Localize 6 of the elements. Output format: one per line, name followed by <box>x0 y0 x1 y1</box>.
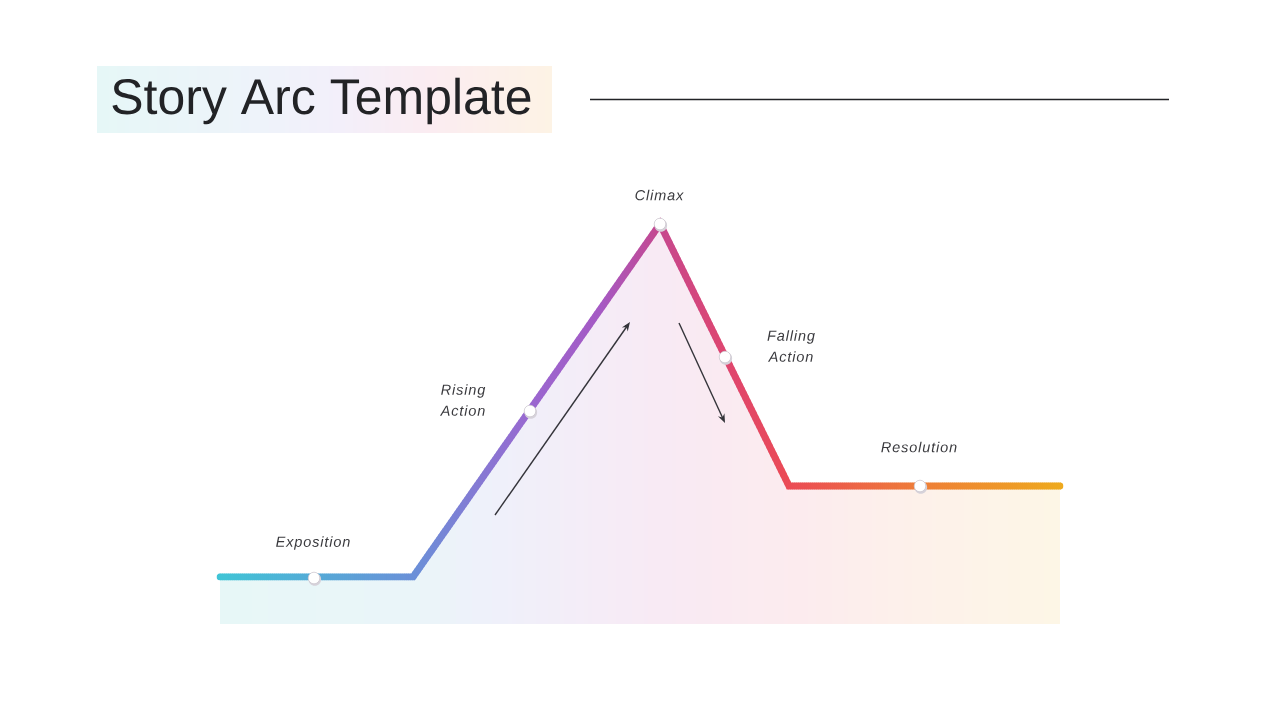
stage-label: Resolution <box>881 441 957 453</box>
stage-label: Falling Action <box>767 330 815 362</box>
title: Story Arc Template <box>97 66 552 133</box>
stage-label: Rising Action <box>439 384 486 416</box>
stage-label: Climax <box>635 189 684 201</box>
stage-label: Exposition <box>276 536 350 550</box>
